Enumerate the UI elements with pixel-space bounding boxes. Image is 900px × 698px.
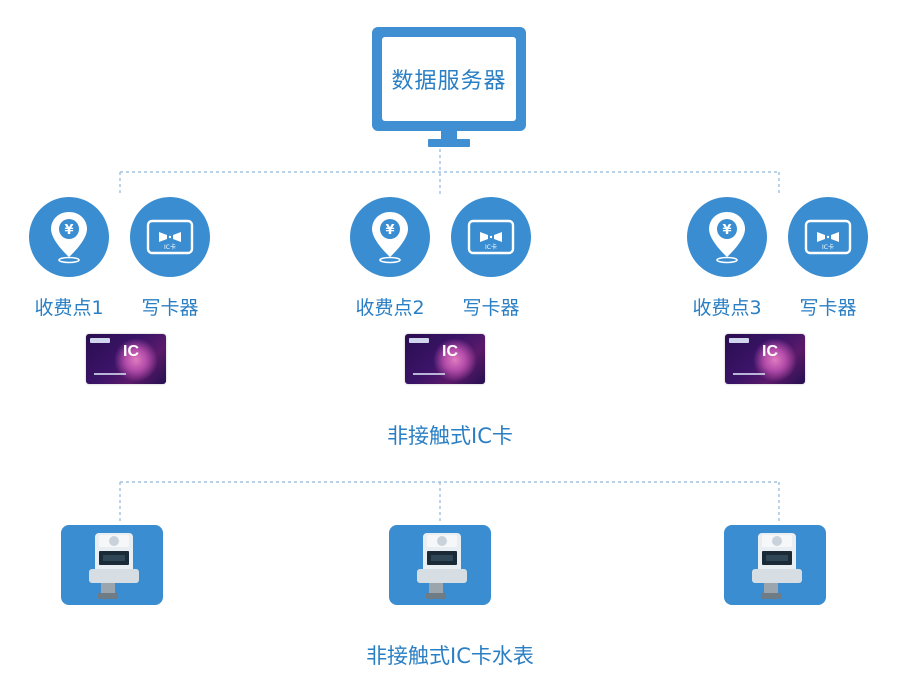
card-number-strip [94,373,126,375]
server-label: 数据服务器 [391,69,507,94]
ic-card-2: IC [405,334,485,384]
water-meter-1 [61,525,163,605]
yuan-location-pin-icon: ¥ [350,197,430,277]
server-monitor: 数据服务器 [372,27,526,131]
card-writer-2-label: 写卡器 [462,297,520,319]
ic-card-1: IC [86,334,166,384]
card-reader-icon: IC卡 [130,197,210,277]
svg-text:¥: ¥ [722,223,731,238]
card-logo-icon [409,338,429,343]
card-ic-text: IC [762,343,778,360]
payment-point-2-label: 收费点2 [355,297,425,319]
yuan-location-pin-icon: ¥ [29,197,109,277]
yuan-location-pin-icon: ¥ [687,197,767,277]
svg-text:¥: ¥ [64,223,73,238]
card-ic-text: IC [442,343,458,360]
card-logo-icon [90,338,110,343]
monitor-base-icon [428,139,470,147]
water-meter-icon [417,533,467,599]
monitor-stand-icon [441,131,457,140]
svg-text:IC卡: IC卡 [485,243,497,251]
card-writer-1-label: 写卡器 [141,297,199,319]
ic-water-meter-caption: 非接触式IC卡水表 [366,644,534,668]
ic-card-3: IC [725,334,805,384]
payment-point-1-label: 收费点1 [34,297,104,319]
card-number-strip [733,373,765,375]
card-number-strip [413,373,445,375]
water-meter-icon [89,533,139,599]
svg-text:IC卡: IC卡 [822,243,834,251]
svg-text:IC卡: IC卡 [164,243,176,251]
ic-card-caption: 非接触式IC卡 [387,424,513,448]
card-logo-icon [729,338,749,343]
water-meter-icon [752,533,802,599]
svg-text:¥: ¥ [385,223,394,238]
payment-point-3-label: 收费点3 [692,297,762,319]
card-reader-icon: IC卡 [788,197,868,277]
card-writer-3-label: 写卡器 [799,297,857,319]
card-ic-text: IC [123,343,139,360]
water-meter-3 [724,525,826,605]
card-reader-icon: IC卡 [451,197,531,277]
water-meter-2 [389,525,491,605]
server-screen: 数据服务器 [382,37,516,121]
